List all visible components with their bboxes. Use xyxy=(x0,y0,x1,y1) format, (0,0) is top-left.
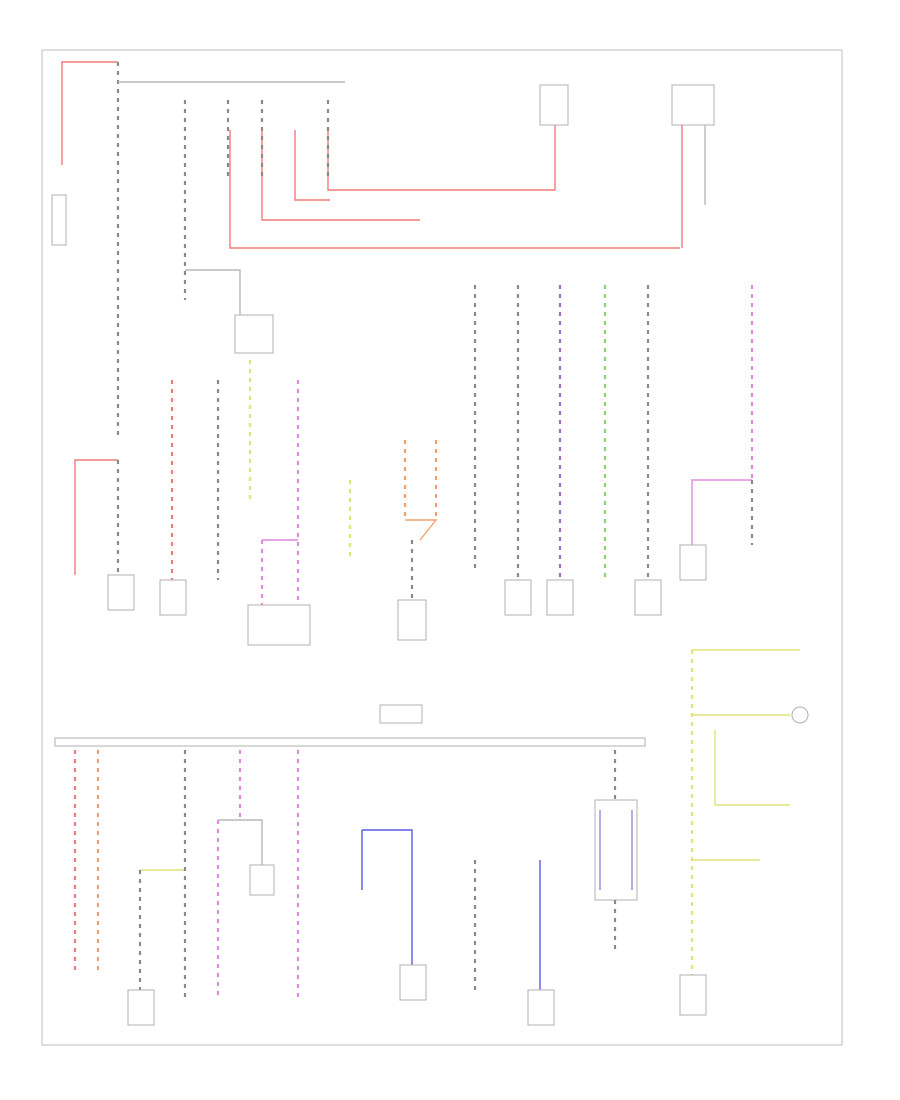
module-box-692-low xyxy=(679,974,707,1016)
yellow-right-3 xyxy=(714,730,790,806)
battery-positive-wire xyxy=(61,61,118,165)
battery-symbol xyxy=(51,194,67,246)
module-box-412-low xyxy=(399,964,427,1001)
blue-wire-3 xyxy=(599,810,633,890)
relay-box-top xyxy=(539,84,569,126)
orange-link xyxy=(405,519,438,541)
middle-components xyxy=(74,285,754,646)
module-box-140 xyxy=(127,989,155,1026)
module-box-172 xyxy=(159,579,187,616)
red-feed-4 xyxy=(327,125,556,191)
magenta-branch xyxy=(691,479,752,545)
lower-components xyxy=(73,649,809,1026)
module-box-518 xyxy=(504,579,532,616)
module-box-692 xyxy=(679,544,707,581)
starter-feed xyxy=(74,459,118,575)
module-box-275 xyxy=(247,604,311,646)
ignition-relay-box xyxy=(234,314,274,354)
junction-box-top-right xyxy=(671,84,715,126)
fuse-box-label-box xyxy=(379,704,423,724)
diagram-frame xyxy=(41,49,843,1046)
red-feed-3 xyxy=(294,130,330,201)
fuse-columns xyxy=(183,100,330,354)
module-box-262 xyxy=(249,864,275,896)
red-feed-2 xyxy=(261,130,420,221)
relay-link xyxy=(185,269,241,315)
module-box-412 xyxy=(397,599,427,641)
blue-wire-1 xyxy=(361,829,413,965)
module-box-648 xyxy=(634,579,662,616)
module-box-540 xyxy=(527,989,555,1026)
sensor-symbol xyxy=(791,706,809,724)
module-box-560 xyxy=(546,579,574,616)
can-bus-bar xyxy=(54,737,646,747)
generator-box xyxy=(107,574,135,611)
module-box-615 xyxy=(594,799,638,901)
battery-circuit xyxy=(51,61,715,440)
red-feed-1 xyxy=(229,130,680,249)
low-link-240 xyxy=(218,819,263,865)
can-bus xyxy=(54,704,646,747)
